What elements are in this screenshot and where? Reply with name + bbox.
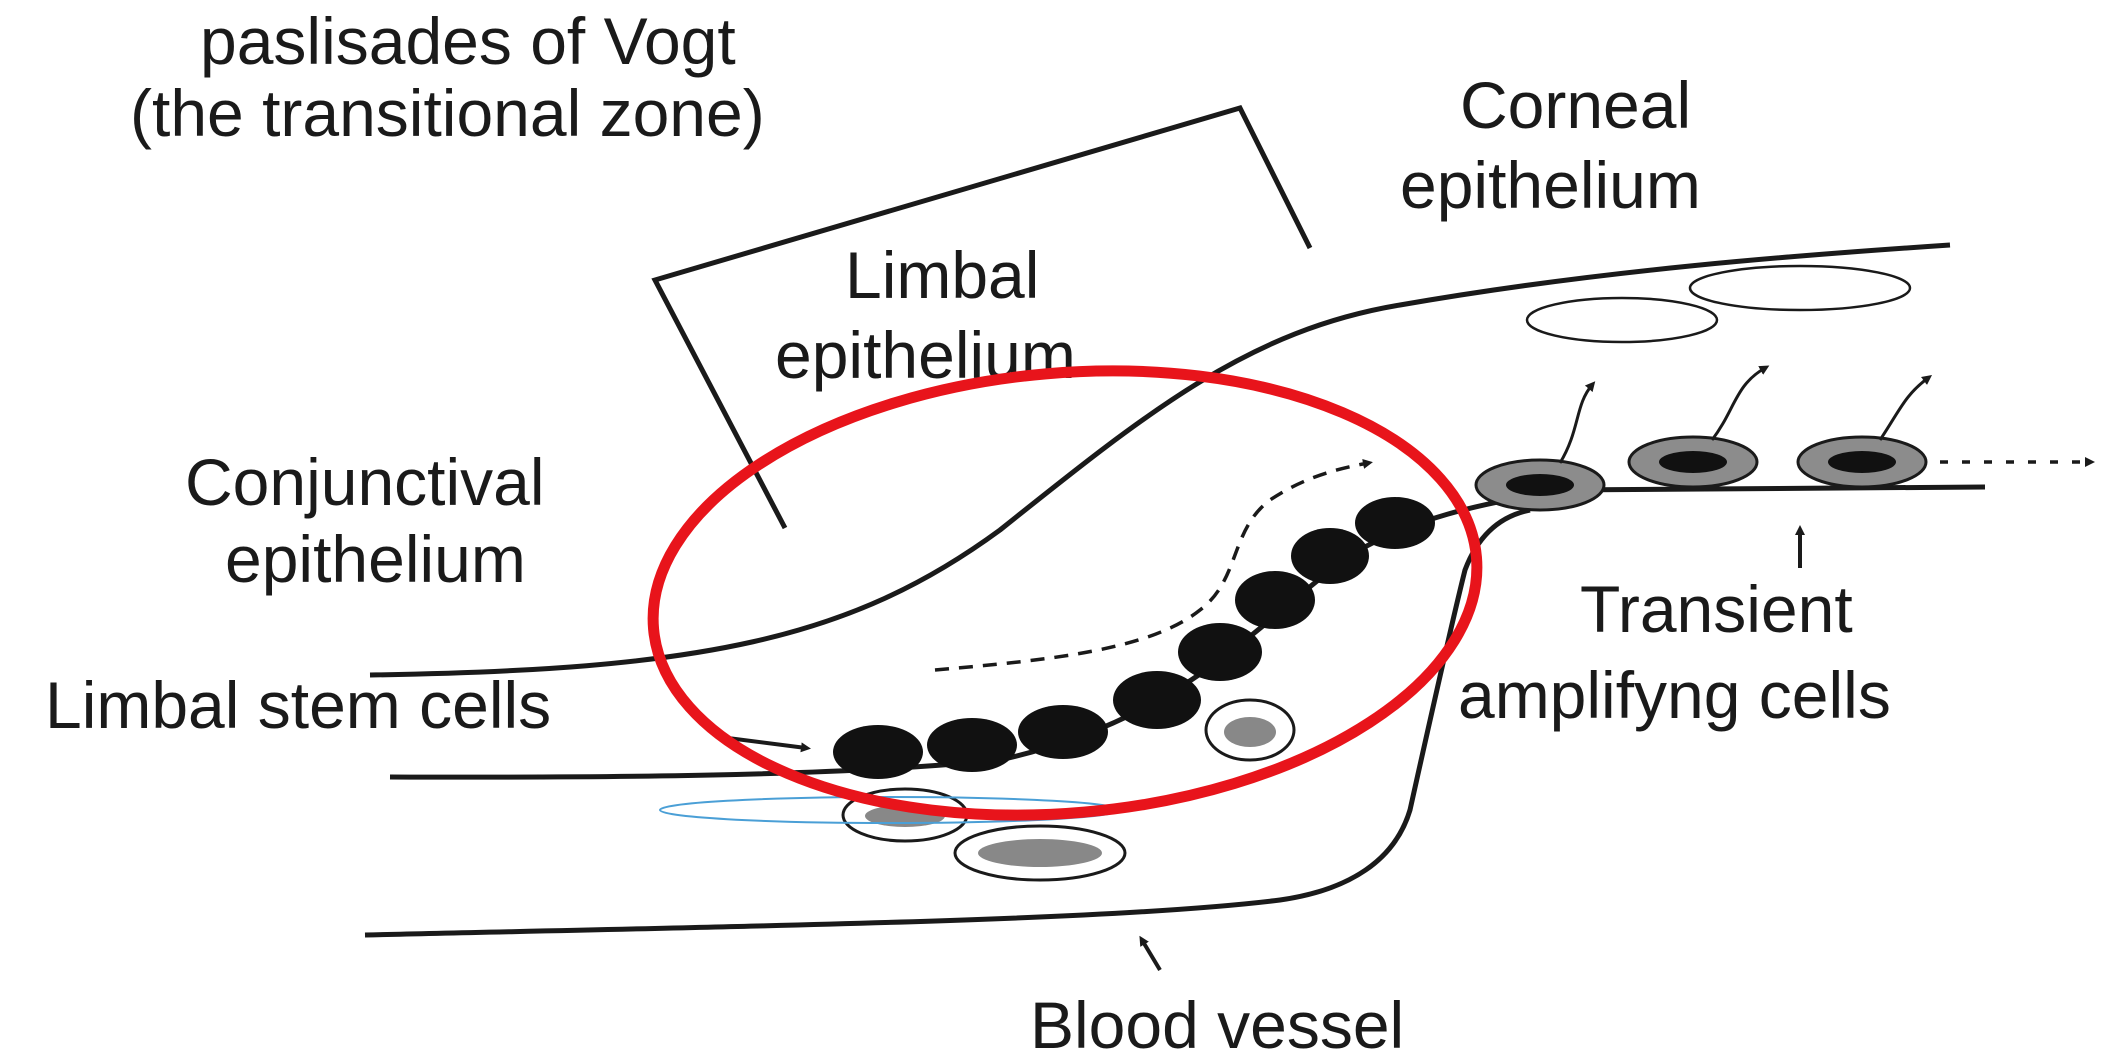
stem-cell	[1235, 571, 1315, 629]
conjunctival-label-line2: epithelium	[225, 522, 526, 596]
stem-cell	[1291, 528, 1369, 584]
ta-differentiation-arrow	[1880, 378, 1928, 440]
corneal-label-line2: epithelium	[1400, 148, 1701, 222]
surface-cell	[1527, 298, 1717, 342]
stem-cell	[1113, 671, 1201, 729]
limbal-label-line2: epithelium	[775, 318, 1076, 392]
transient-label-line2: amplifyng cells	[1458, 658, 1891, 732]
palisades-label-line1: paslisades of Vogt	[200, 4, 736, 78]
ta-differentiation-arrow	[1712, 368, 1765, 440]
ta-cell-nucleus	[1828, 451, 1896, 473]
ta-cell-nucleus	[1659, 451, 1727, 473]
limbal-stem-cells-label: Limbal stem cells	[45, 668, 551, 742]
stromal-cell-nucleus	[978, 839, 1102, 867]
stromal-cell-nucleus	[1224, 717, 1276, 747]
ta-cell-nucleus	[1506, 474, 1574, 496]
blood-vessel-pointer-arrow	[1142, 940, 1160, 970]
blood-vessel-label: Blood vessel	[1030, 988, 1404, 1057]
surface-cell	[1690, 266, 1910, 310]
ta-differentiation-arrow	[1560, 385, 1592, 463]
corneal-label-line1: Corneal	[1460, 68, 1691, 142]
stem-cell	[1178, 623, 1262, 681]
conjunctival-label-line1: Conjunctival	[185, 445, 545, 519]
stem-cell	[927, 718, 1017, 772]
palisades-label-line2: (the transitional zone)	[130, 76, 765, 150]
stem-cell	[1018, 705, 1108, 759]
stem-cell	[1355, 497, 1435, 549]
transient-amplifying-cells	[1476, 437, 1926, 510]
transient-label-line1: Transient	[1580, 572, 1853, 646]
stem-cell	[833, 725, 923, 779]
limbal-label-line1: Limbal	[845, 238, 1039, 312]
